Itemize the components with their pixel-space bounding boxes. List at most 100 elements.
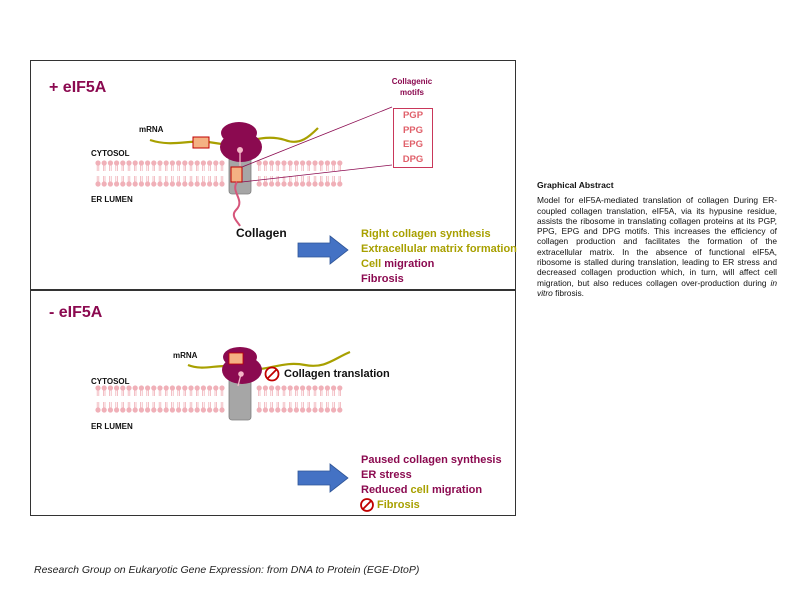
outcome-item: Paused collagen synthesis	[361, 454, 502, 466]
lipid-head	[150, 175, 157, 188]
mrna-codon-box	[228, 352, 244, 365]
lipid-head	[169, 384, 176, 397]
lipid-head	[194, 159, 201, 172]
ribosome-large-subunit	[220, 132, 262, 162]
outcome-item: Extracellular matrix formation	[361, 243, 517, 255]
lipid-head	[119, 384, 126, 397]
lipid-head	[126, 175, 133, 188]
cytosol-label: CYTOSOL	[91, 377, 130, 386]
lipid-head	[138, 384, 145, 397]
result-arrow	[297, 463, 349, 493]
lipid-head	[336, 159, 343, 172]
lipid-head	[169, 401, 176, 414]
lipid-head	[163, 175, 170, 188]
lipid-head	[206, 401, 213, 414]
lipid-head	[138, 159, 145, 172]
lipid-head	[194, 175, 201, 188]
lipid-head	[212, 401, 219, 414]
lipid-head	[280, 384, 288, 397]
lipid-head	[126, 159, 133, 172]
lipid-head	[113, 384, 120, 397]
lipid-head	[299, 384, 306, 397]
lipid-head	[101, 401, 108, 414]
lipid-head	[262, 384, 269, 397]
abstract-title: Graphical Abstract	[537, 180, 614, 190]
lipid-head	[150, 401, 157, 414]
cytosol-label: CYTOSOL	[91, 149, 130, 158]
lipid-head	[287, 384, 294, 397]
lipid-head	[311, 159, 319, 172]
lipid-head	[132, 159, 139, 172]
lipid-head	[256, 384, 263, 397]
lipid-head	[318, 159, 325, 172]
lipid-head	[175, 384, 182, 397]
lipid-head	[144, 401, 151, 414]
abstract-text-end: fibrosis.	[555, 287, 585, 298]
lipid-head	[262, 159, 269, 172]
lipid-head	[318, 384, 325, 397]
lipid-head	[324, 401, 331, 414]
motifs-heading-line2: motifs	[400, 88, 424, 97]
lipid-head	[293, 384, 300, 397]
lipid-head	[268, 175, 275, 188]
er-membrane	[95, 159, 343, 188]
lipid-head	[336, 175, 343, 188]
lipid-head	[144, 175, 151, 188]
motifs-heading: Collagenic motifs	[388, 76, 436, 98]
outcome-item: Cell migration	[361, 257, 517, 272]
motif-item: EPG	[402, 139, 424, 150]
lipid-head	[126, 384, 133, 397]
lipid-head	[330, 384, 337, 397]
lipid-head	[156, 384, 164, 397]
lipid-head	[181, 401, 188, 414]
lipid-head	[206, 175, 213, 188]
outcome-word: migration	[431, 484, 483, 496]
outcome-item: ER stress	[361, 469, 412, 481]
lipid-head	[324, 384, 331, 397]
outcome-item: Right collagen synthesis	[361, 228, 491, 240]
lipid-head	[287, 401, 294, 414]
lipid-head	[212, 175, 219, 188]
lipid-head	[218, 175, 226, 188]
lipid-head	[274, 401, 281, 414]
lipid-head	[132, 384, 139, 397]
lipid-head	[318, 401, 325, 414]
lipid-head	[187, 175, 195, 188]
lipid-head	[107, 175, 114, 188]
lipid-head	[293, 175, 300, 188]
lipid-head	[287, 175, 294, 188]
lipid-head	[311, 401, 319, 414]
outcome-word: Reduced	[361, 484, 408, 496]
outcome-word: migration	[384, 258, 435, 270]
lipid-head	[256, 401, 263, 414]
lipid-head	[274, 159, 281, 172]
motif-item: DPG	[402, 153, 424, 165]
lipid-head	[150, 384, 157, 397]
lipid-head	[138, 401, 145, 414]
lipid-head	[206, 159, 213, 172]
lipid-head	[280, 401, 288, 414]
lipid-head	[336, 384, 343, 397]
lipid-head	[126, 401, 133, 414]
outcome-item: Reduced cell migration	[361, 483, 502, 498]
lipid-head	[187, 401, 195, 414]
er-membrane	[95, 384, 343, 414]
nascent-motif-box	[230, 166, 243, 183]
lipid-head	[119, 401, 126, 414]
abstract-text: Model for eIF5A-mediated translation of …	[537, 195, 777, 288]
lipid-head	[181, 159, 188, 172]
lipid-head	[163, 401, 170, 414]
footer-credit: Research Group on Eukaryotic Gene Expres…	[34, 564, 420, 576]
lipid-head	[175, 175, 182, 188]
lipid-head	[280, 159, 288, 172]
lipid-head	[305, 159, 312, 172]
lipid-head	[107, 384, 114, 397]
lipid-head	[212, 384, 219, 397]
lipid-head	[212, 159, 219, 172]
blocked-translation-label: Collagen translation	[284, 368, 390, 380]
lipid-head	[144, 159, 151, 172]
outcome-word: cell	[410, 484, 429, 496]
lipid-head	[330, 401, 337, 414]
mrna-label: mRNA	[139, 125, 164, 134]
motif-item: PPG	[402, 124, 424, 136]
